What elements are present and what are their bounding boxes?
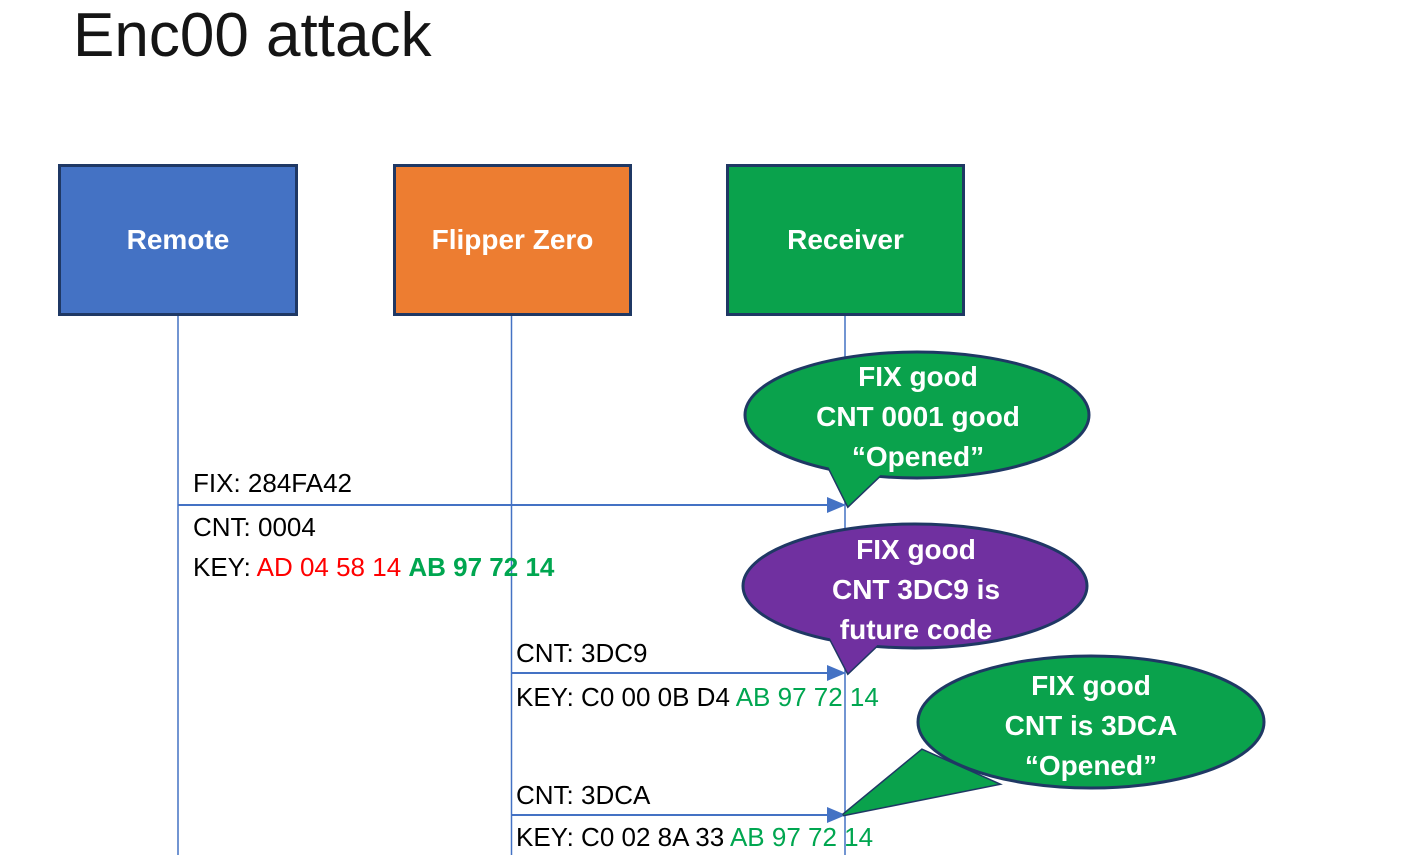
actor-box-remote: Remote [58,164,298,316]
message-1-key-label: KEY: AD 04 58 14 AB 97 72 14 [193,552,555,582]
speech-bubble-body [741,522,1089,650]
speech-bubble-tail-fill [822,623,890,673]
speech-bubble-opened-1 [743,350,1091,509]
bubble-line: CNT 0001 good [816,401,1020,432]
message-arrowhead-3 [827,807,846,823]
bubble-line: FIX good [1031,670,1151,701]
bubble-line: FIX good [858,361,978,392]
speech-bubble-tail-fill [843,750,998,815]
actor-label-flipper-zero: Flipper Zero [431,224,594,255]
speech-bubble-tail-fill [822,454,892,506]
message-3-cnt-label: CNT: 3DCA [516,780,651,810]
bubble-line: “Opened” [851,441,985,472]
message-2-cnt-label: CNT: 3DC9 [516,638,648,668]
speech-bubble-future-code [741,522,1089,676]
speech-bubble-future-code-text: FIX good CNT 3DC9 is future code [738,530,1094,650]
bubble-line: future code [839,614,993,645]
bubble-line: FIX good [856,534,976,565]
message-1-fix-label: FIX: 284FA42 [193,468,352,498]
actor-box-flipper-zero: Flipper Zero [393,164,632,316]
message-1-cnt-label: CNT: 0004 [193,512,316,542]
slide-title: Enc00 attack [73,1,432,70]
message-2-key-label: KEY: C0 00 0B D4 AB 97 72 14 [516,682,879,712]
speech-bubble-opened-1-text: FIX good CNT 0001 good “Opened” [740,357,1096,477]
actor-label-receiver: Receiver [787,224,904,255]
bubble-line: CNT is 3DCA [1004,710,1178,741]
actor-box-receiver: Receiver [726,164,965,316]
message-arrowhead-1 [827,497,846,513]
bubble-line: CNT 3DC9 is [831,574,1001,605]
speech-bubble-opened-2-text: FIX good CNT is 3DCA “Opened” [918,666,1264,786]
message-arrowhead-2 [827,665,846,681]
message-3-key-label: KEY: C0 02 8A 33 AB 97 72 14 [516,822,874,852]
bubble-line: “Opened” [1024,750,1158,781]
speech-bubble-body [743,350,1091,480]
speech-bubble-body [916,654,1266,790]
speech-bubble-opened-2 [842,654,1266,817]
actor-label-remote: Remote [126,224,230,255]
